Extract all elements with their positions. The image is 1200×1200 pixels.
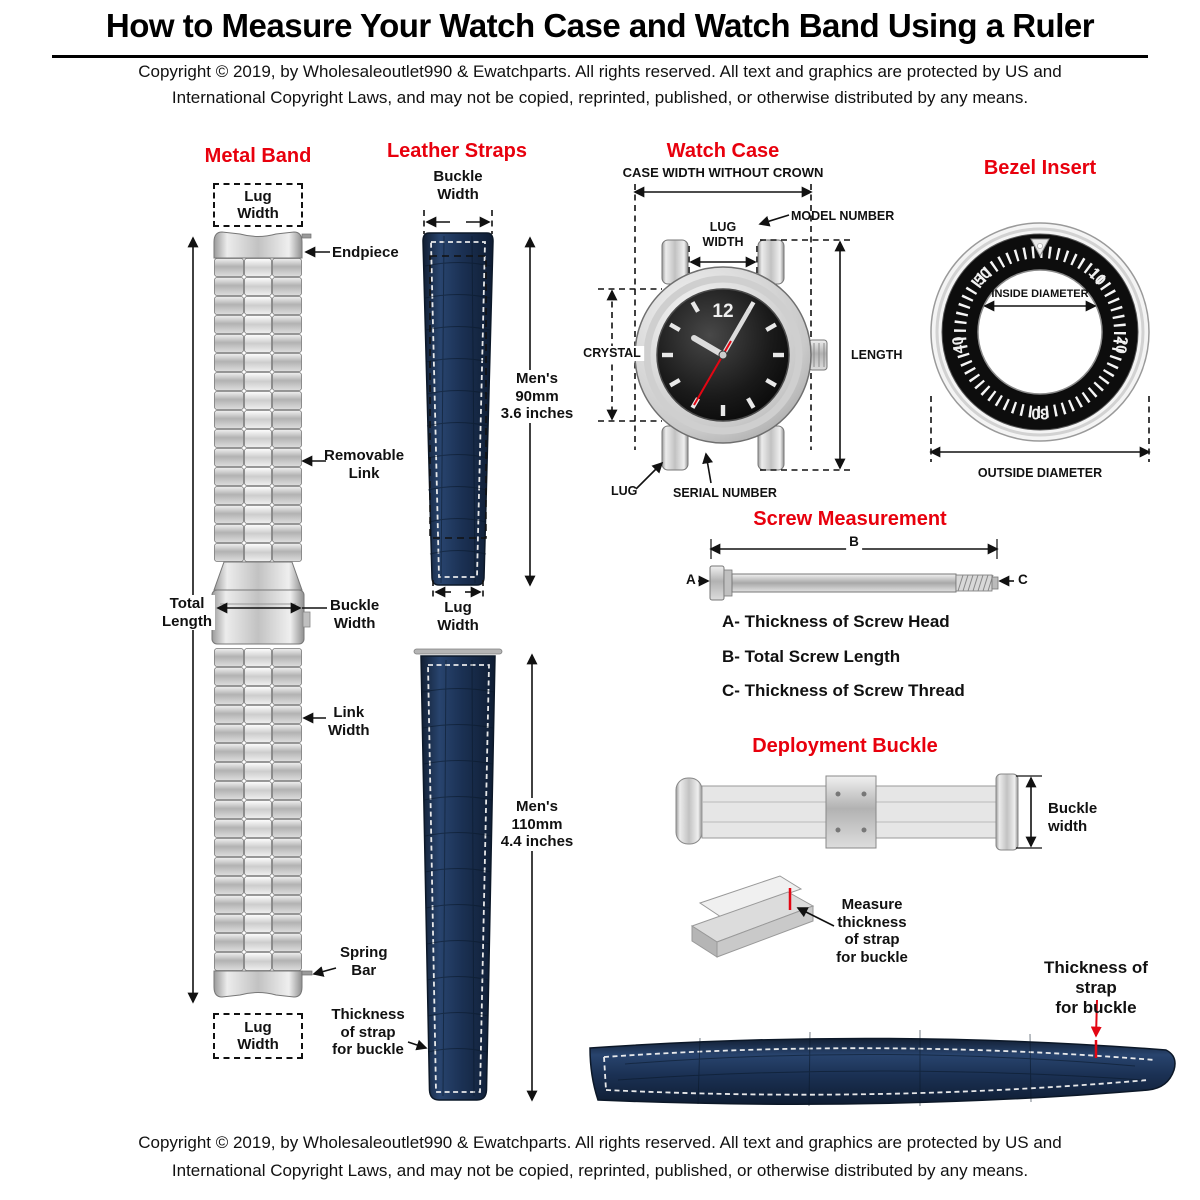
screw-head [709, 565, 725, 601]
lug-width-box-top: Lug Width [213, 183, 303, 227]
bezel-ticks [954, 246, 1126, 418]
leather-straps-drawing [407, 210, 538, 1102]
bezel-insert-drawing: 50 40 30 20 10 [929, 222, 1151, 462]
length-label: LENGTH [848, 348, 906, 363]
model-number-label: MODEL NUMBER [791, 209, 895, 223]
outside-diameter-label: OUTSIDE DIAMETER [977, 466, 1103, 480]
total-length-label: Total Length [159, 595, 215, 631]
buckle-left-cap [675, 777, 703, 845]
svg-text:40: 40 [950, 335, 969, 354]
leather-lug-width-label: Lug Width [437, 599, 479, 634]
page-title: How to Measure Your Watch Case and Watch… [105, 7, 1095, 44]
case-width-label: CASE WIDTH WITHOUT CROWN [622, 165, 824, 180]
buckle-center-block [825, 775, 877, 849]
metal-band-heading: Metal Band [204, 145, 312, 167]
deployment-buckle-heading: Deployment Buckle [752, 735, 938, 757]
strap-thickness-label: Thickness of strap for buckle [331, 1006, 405, 1059]
copyright-bottom-line1: Copyright © 2019, by Wholesaleoutlet990 … [138, 1133, 1062, 1152]
watch-case-drawing: 12 [598, 184, 854, 490]
buckle-side-flap [698, 875, 803, 918]
bottom-thickness-label: Thickness of strap for buckle [1044, 958, 1148, 1018]
band-pin-top [301, 233, 312, 239]
strap1-dashed-box [429, 255, 487, 539]
hands-center [718, 350, 728, 360]
measure-thickness-label: Measure thickness of strap for buckle [836, 896, 908, 967]
band-clasp [205, 561, 311, 645]
copyright-top-line1: Copyright © 2019, by Wholesaleoutlet990 … [138, 62, 1062, 81]
screw-tip [991, 576, 999, 590]
band-endpiece-top [213, 231, 303, 259]
screw-heading: Screw Measurement [753, 508, 947, 530]
dial-numeral-12: 12 [712, 301, 733, 322]
deployment-buckle-width-label: Buckle width [1048, 800, 1098, 835]
deployment-buckle-drawing [675, 773, 1042, 958]
screw-collar [723, 569, 733, 597]
svg-text:30: 30 [1031, 405, 1048, 422]
svg-text:20: 20 [1112, 335, 1131, 354]
title-underline [52, 55, 1148, 58]
band-links-lower [214, 648, 302, 971]
screw-b-label: B [846, 534, 862, 550]
screw-c-label: C [1018, 572, 1028, 587]
spring-bar-label: Spring Bar [340, 944, 388, 979]
leather-buckle-width-label: Buckle Width [433, 168, 483, 203]
link-width-label: Link Width [328, 704, 370, 739]
watch-case-heading: Watch Case [666, 140, 780, 162]
endpiece-label: Endpiece [332, 244, 399, 261]
copyright-top-line2: International Copyright Laws, and may no… [171, 88, 1029, 107]
band-links-upper [214, 258, 302, 562]
removable-link-label: Removable Link [324, 447, 405, 482]
screw-line-c: C- Thickness of Screw Thread [722, 681, 965, 700]
strap2-springbar [413, 648, 503, 655]
buckle-width-label: Buckle Width [330, 597, 380, 632]
band-endpiece-bottom [213, 970, 303, 998]
leather-straps-heading: Leather Straps [386, 140, 528, 162]
bezel-insert-heading: Bezel Insert [983, 157, 1097, 179]
screw-line-a: A- Thickness of Screw Head [722, 612, 950, 631]
screw-drawing [698, 539, 1014, 601]
leather-strap-2 [420, 655, 496, 1101]
buckle-right-bar [995, 773, 1019, 851]
inside-diameter-label: INSIDE DIAMETER [991, 288, 1089, 300]
screw-line-b: B- Total Screw Length [722, 647, 901, 666]
hour-hand [691, 335, 726, 358]
serial-number-label: SERIAL NUMBER [673, 486, 777, 500]
leather-strap-1 [422, 232, 494, 586]
bottom-strap-drawing [589, 999, 1176, 1107]
screw-shank [731, 573, 957, 593]
screw-a-label: A [686, 572, 696, 587]
band-springbar-pin [301, 970, 313, 976]
lug-width-box-bottom: Lug Width [213, 1013, 303, 1059]
crystal-label: CRYSTAL [580, 346, 644, 361]
watch-lug-width-label: LUG WIDTH [702, 220, 744, 249]
watch-bezel-ring [643, 275, 803, 435]
lug-label: LUG [611, 484, 638, 498]
strap2-length-label: Men's 110mm 4.4 inches [497, 798, 577, 852]
strap1-length-label: Men's 90mm 3.6 inches [497, 370, 577, 424]
copyright-bottom-line2: International Copyright Laws, and may no… [171, 1161, 1029, 1180]
